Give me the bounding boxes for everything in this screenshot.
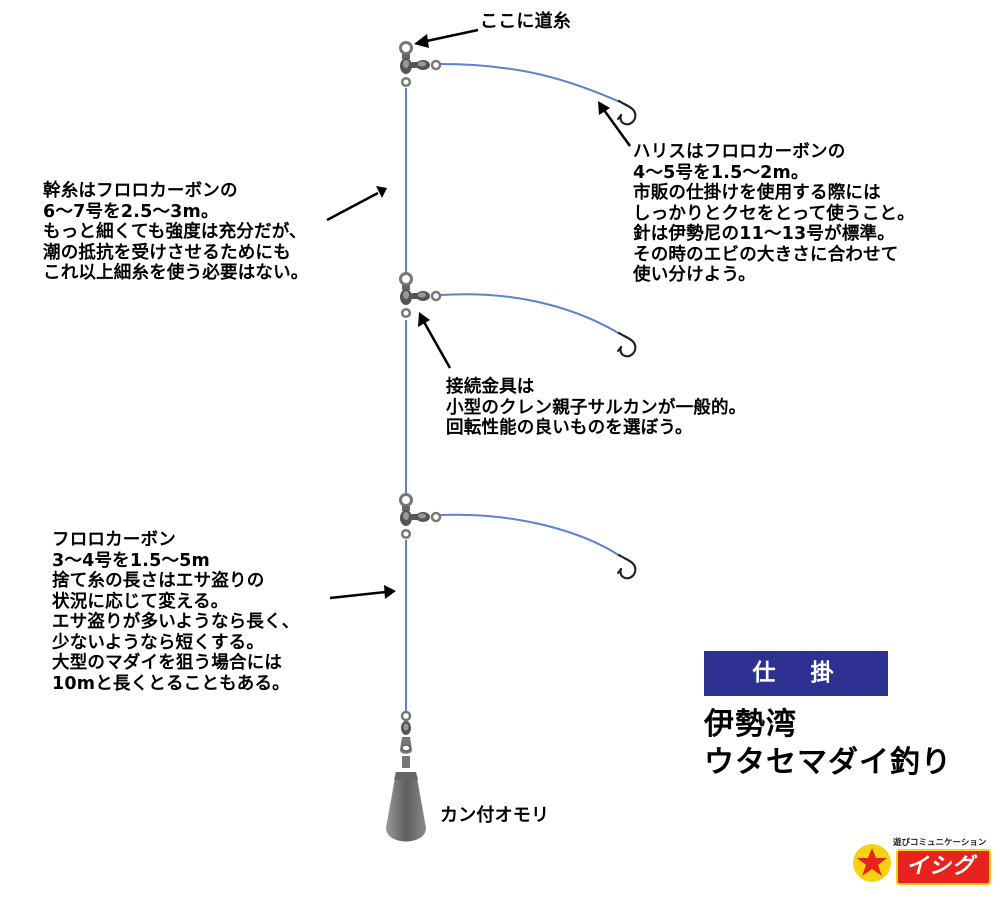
note-line: 使い分けよう。: [633, 265, 756, 285]
ishiguro-logo: 遊びコミュニケーション イシグロ: [849, 836, 991, 911]
arrow-icon: [326, 186, 387, 222]
dropper-line: [440, 293, 621, 335]
dropper-line: [439, 513, 621, 557]
note-line: フロロカーボン: [52, 530, 176, 550]
sinker-note: カン付オモリ: [440, 805, 550, 826]
note-line: 状況に応じて変える。: [52, 591, 229, 612]
note-line: 幹糸はフロロカーボンの: [43, 181, 238, 201]
swivel-icon: [398, 272, 442, 319]
arrow-icon: [329, 585, 396, 600]
arrow-icon: [598, 101, 632, 147]
swivel-icon: [398, 41, 442, 88]
note-line: 6～7号を2.5～3m。: [43, 201, 219, 222]
hook-icon: [616, 99, 637, 126]
note-line: 10mと長くとることもある。: [52, 673, 290, 694]
swivel-note: 接続金具は 小型のクレン親子サルカンが一般的。 回転性能の良いものを選ぼう。: [446, 377, 746, 439]
note-line: しっかりとクセをとって使うこと。: [633, 203, 915, 224]
shikake-badge: 仕 掛: [704, 651, 888, 696]
title-line: ウタセマダイ釣り: [704, 745, 952, 780]
harisu-note: ハリスはフロロカーボンの 4～5号を1.5～2m。 市販の仕掛けを使用する際には…: [633, 142, 915, 286]
logo-name: イシグロ: [896, 849, 991, 911]
note-line: その時のエビの大きさに合わせて: [633, 244, 899, 265]
note-line: 大型のマダイを狙う場合には: [52, 653, 283, 673]
hook-icon: [616, 553, 637, 580]
page-title: 伊勢湾 ウタセマダイ釣り: [704, 706, 952, 782]
mainline-note: 幹糸はフロロカーボンの 6～7号を2.5～3m。 もっと細くても強度は充分だが、…: [43, 181, 309, 284]
logo-tagline: 遊びコミュニケーション: [893, 838, 987, 848]
note-line: 3～4号を1.5～5m: [52, 550, 210, 571]
sute-line-note: フロロカーボン 3～4号を1.5～5m 捨て糸の長さはエサ盗りの 状況に応じて変…: [52, 530, 299, 694]
snap-icon: [400, 710, 412, 754]
note-line: 針は伊勢尼の11～13号が標準。: [633, 224, 895, 244]
note-line: もっと細くても強度は充分だが、: [43, 222, 307, 242]
arrow-icon: [414, 28, 479, 48]
swivel-icon: [398, 493, 442, 540]
arrow-icon: [418, 312, 452, 369]
note-line: 潮の抵抗を受けさせるためにも: [43, 242, 291, 263]
note-line: エサ盗りが多いようなら長く、: [52, 612, 300, 632]
logo-emblem-icon: [853, 844, 891, 882]
note-line: 4～5号を1.5～2m。: [633, 162, 809, 183]
note-line: 少ないようなら短くする。: [52, 632, 265, 653]
hook-icon: [616, 331, 637, 358]
title-line: 伊勢湾: [704, 707, 797, 742]
top-attachment-note: ここに道糸: [480, 11, 571, 32]
note-line: 小型のクレン親子サルカンが一般的。: [446, 397, 747, 418]
note-line: 捨て糸の長さはエサ盗りの: [52, 571, 265, 591]
dropper-line: [439, 63, 621, 103]
sinker-icon: [386, 756, 426, 842]
note-line: これ以上細糸を使う必要はない。: [43, 263, 309, 283]
note-line: ハリスはフロロカーボンの: [633, 142, 846, 162]
note-line: 接続金具は: [446, 377, 535, 397]
note-line: 回転性能の良いものを選ぼう。: [446, 418, 693, 438]
note-line: 市販の仕掛けを使用する際には: [633, 183, 881, 203]
rig-diagram: [326, 28, 637, 842]
